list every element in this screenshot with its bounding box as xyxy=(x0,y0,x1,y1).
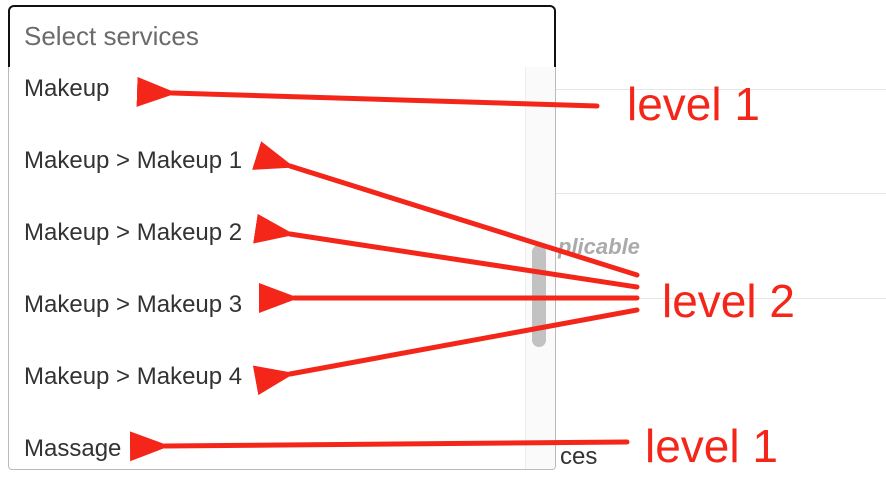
option-makeup-3[interactable]: Makeup > Makeup 3 xyxy=(24,291,243,318)
background-text: ces xyxy=(560,443,598,470)
scrollbar-track[interactable] xyxy=(525,67,555,469)
annotation-level-2: level 2 xyxy=(662,275,795,327)
placeholder: Select services xyxy=(24,21,199,51)
option-makeup-2[interactable]: Makeup > Makeup 2 xyxy=(24,219,243,246)
services-search-input[interactable]: Select services xyxy=(8,5,556,69)
arrow xyxy=(253,213,640,290)
option-massage[interactable]: Massage xyxy=(24,435,122,462)
option-makeup-4[interactable]: Makeup > Makeup 4 xyxy=(24,363,243,390)
arrow xyxy=(252,141,640,278)
arrow xyxy=(129,431,630,462)
services-dropdown[interactable]: Select services Makeup Makeup > Makeup 1… xyxy=(8,5,556,471)
background-divider xyxy=(556,193,886,194)
annotation-level-1-bottom: level 1 xyxy=(645,420,778,472)
background-divider xyxy=(556,298,886,299)
annotation-level-1-top: level 1 xyxy=(627,78,760,130)
options-list[interactable]: Makeup Makeup > Makeup 1 Makeup > Makeup… xyxy=(8,67,556,470)
background-divider xyxy=(556,89,886,90)
option-makeup[interactable]: Makeup xyxy=(24,75,110,102)
option-makeup-1[interactable]: Makeup > Makeup 1 xyxy=(24,147,243,174)
arrow xyxy=(252,307,640,396)
arrow xyxy=(136,76,600,109)
